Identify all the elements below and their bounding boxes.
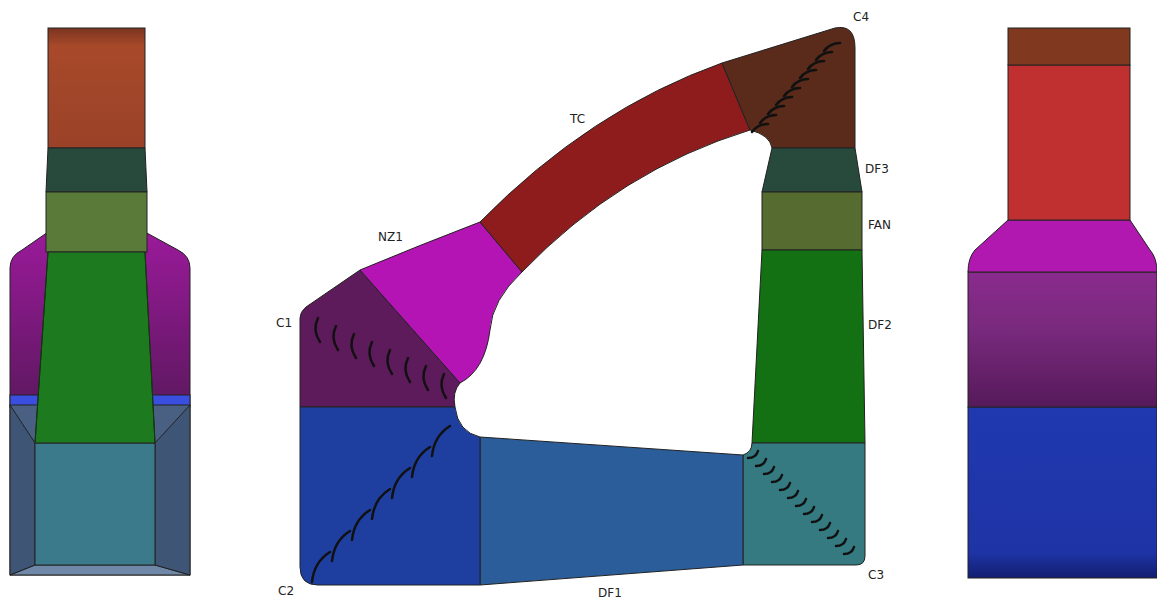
part-label: C4 (853, 10, 869, 24)
part-label: C3 (868, 568, 884, 582)
part-label: DF3 (865, 162, 889, 176)
part-label: DF1 (598, 586, 622, 600)
part-label: DF2 (868, 318, 892, 332)
part-label: FAN (868, 218, 891, 232)
part-label: NZ1 (378, 230, 403, 244)
part-label: C1 (276, 316, 292, 330)
part-label: C2 (278, 584, 294, 598)
part-label: TC (570, 112, 585, 126)
